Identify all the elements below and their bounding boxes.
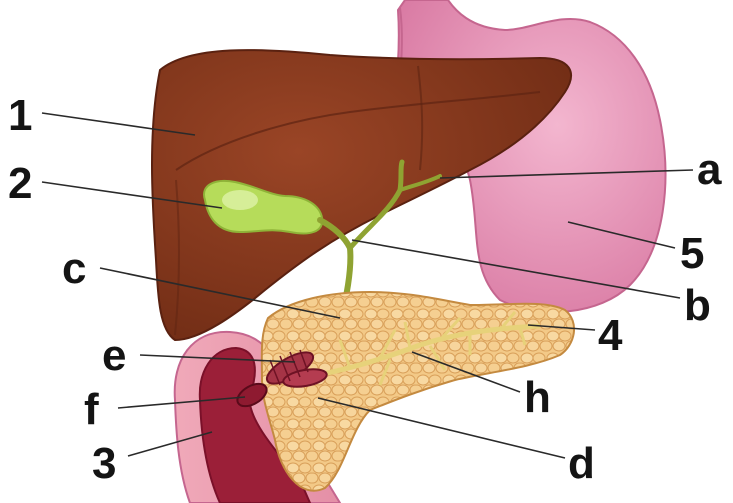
label-2: 2 <box>8 159 32 208</box>
label-e: e <box>102 331 126 380</box>
label-1: 1 <box>8 91 32 140</box>
label-a: a <box>697 145 722 194</box>
label-c: c <box>62 244 86 293</box>
label-d: d <box>568 439 595 488</box>
label-5: 5 <box>680 229 704 278</box>
label-h: h <box>524 373 551 422</box>
label-b: b <box>684 281 711 330</box>
label-3: 3 <box>92 439 116 488</box>
label-4: 4 <box>598 311 623 360</box>
label-f: f <box>84 385 99 434</box>
